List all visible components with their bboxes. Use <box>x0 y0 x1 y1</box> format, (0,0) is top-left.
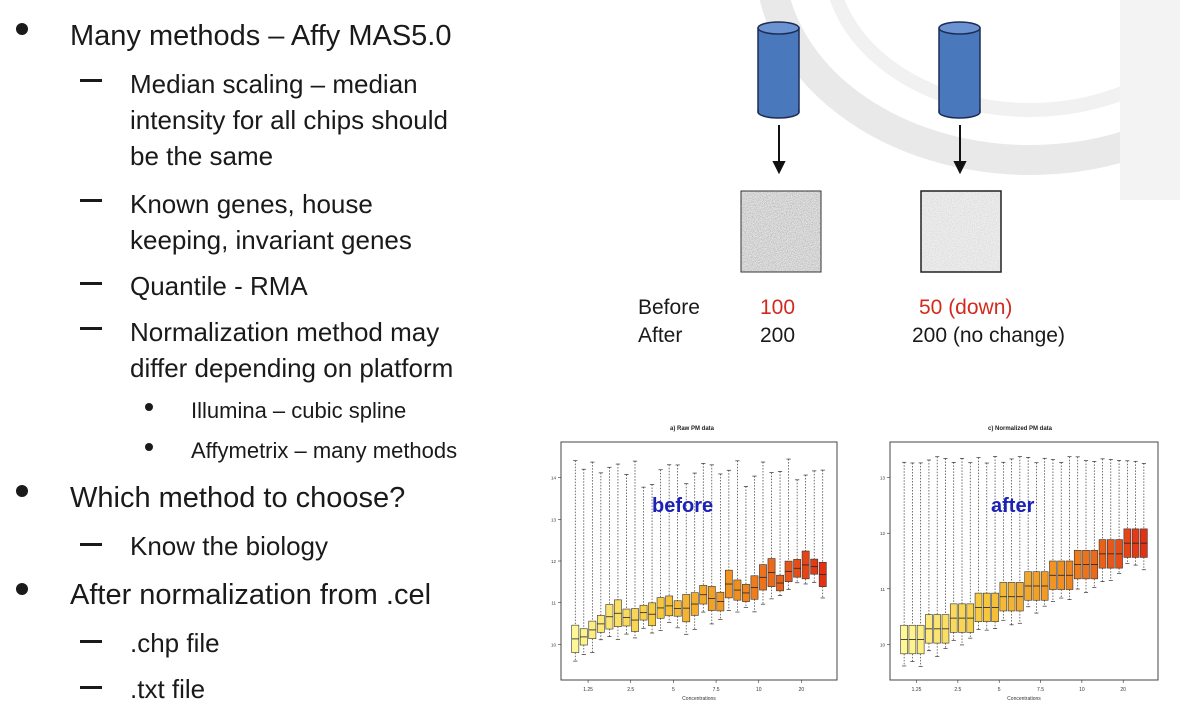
bullet-dot <box>16 583 28 595</box>
chip1-before-value: 100 <box>760 296 796 319</box>
dash-marker <box>80 640 102 643</box>
background-decoration <box>759 0 1180 200</box>
subsub-affymetrix: Affymetrix – many methods <box>191 438 458 463</box>
x-tick-label: 20 <box>1120 687 1126 693</box>
chip1-after-value: 200 <box>760 324 796 347</box>
subbullet-known-genes-1: Known genes, house <box>130 189 373 219</box>
chip2-before-value: 50 (down) <box>919 296 1013 319</box>
database-cylinder-icon <box>757 21 800 119</box>
x-tick-label: 20 <box>799 687 805 693</box>
before-label: Before <box>638 296 700 319</box>
y-tick-label: 11 <box>880 587 885 592</box>
database-cylinder-icon <box>938 21 981 119</box>
subsub-illumina: Illumina – cubic spline <box>191 398 407 423</box>
y-tick-label: 11 <box>551 601 556 606</box>
subbullet-platform-2: differ depending on platform <box>130 353 454 383</box>
x-tick-label: 1.25 <box>583 687 593 693</box>
subbullet-known-genes-2: keeping, invariant genes <box>130 225 412 255</box>
y-tick-label: 13 <box>880 476 886 481</box>
bullet-which-method: Which method to choose? <box>70 482 406 514</box>
dash-marker <box>80 79 102 82</box>
dash-marker <box>80 543 102 546</box>
x-axis-label: Concentrations <box>1007 696 1041 702</box>
dash-marker <box>80 327 102 330</box>
chip2-after-value: 200 (no change) <box>912 324 1065 347</box>
norm-plot-title: c) Normalized PM data <box>988 426 1053 432</box>
x-tick-label: 1.25 <box>912 687 922 693</box>
dash-marker <box>80 199 102 202</box>
chip-image-dark <box>741 191 821 272</box>
subbullet-median-3: be the same <box>130 141 274 171</box>
bullet-dot <box>16 23 28 35</box>
x-tick-label: 7.5 <box>1037 687 1044 693</box>
x-tick-label: 5 <box>672 687 675 693</box>
subbullet-txt: .txt file <box>130 674 206 704</box>
arrow-down-icon <box>772 125 786 175</box>
subbullet-know-biology: Know the biology <box>130 531 329 561</box>
after-label: After <box>638 324 683 347</box>
bullet-dot-small <box>145 403 153 411</box>
y-tick-label: 13 <box>551 517 557 522</box>
x-tick-label: 10 <box>1079 687 1085 693</box>
raw-plot-title: a) Raw PM data <box>670 426 715 432</box>
chip-diagram <box>740 21 1002 273</box>
dash-marker <box>80 686 102 689</box>
dash-marker <box>80 282 102 285</box>
bullet-many-methods: Many methods – Affy MAS5.0 <box>70 20 452 52</box>
subbullet-platform-1: Normalization method may <box>130 317 440 347</box>
bullet-dot-small <box>145 443 153 451</box>
subbullet-median-1: Median scaling – median <box>130 69 418 99</box>
y-tick-label: 14 <box>551 476 557 481</box>
x-tick-label: 10 <box>756 687 762 693</box>
arrow-down-icon <box>953 125 967 175</box>
y-tick-label: 12 <box>551 559 557 564</box>
subbullet-quantile: Quantile - RMA <box>130 271 308 301</box>
subbullet-chp: .chp file <box>130 628 220 658</box>
after-overlay-label: after <box>991 495 1035 517</box>
bullet-dot <box>16 485 28 497</box>
before-overlay-label: before <box>652 495 714 517</box>
y-tick-label: 10 <box>551 642 557 647</box>
x-tick-label: 2.5 <box>627 687 634 693</box>
subbullet-median-2: intensity for all chips should <box>130 105 448 135</box>
x-tick-label: 7.5 <box>713 687 720 693</box>
bullet-after-normalization: After normalization from .cel <box>70 579 432 611</box>
x-tick-label: 5 <box>998 687 1001 693</box>
x-tick-label: 2.5 <box>954 687 961 693</box>
chip-image-light <box>921 191 1001 272</box>
x-axis-label: Concentrations <box>682 696 716 702</box>
y-tick-label: 12 <box>880 531 886 536</box>
y-tick-label: 10 <box>880 642 886 647</box>
